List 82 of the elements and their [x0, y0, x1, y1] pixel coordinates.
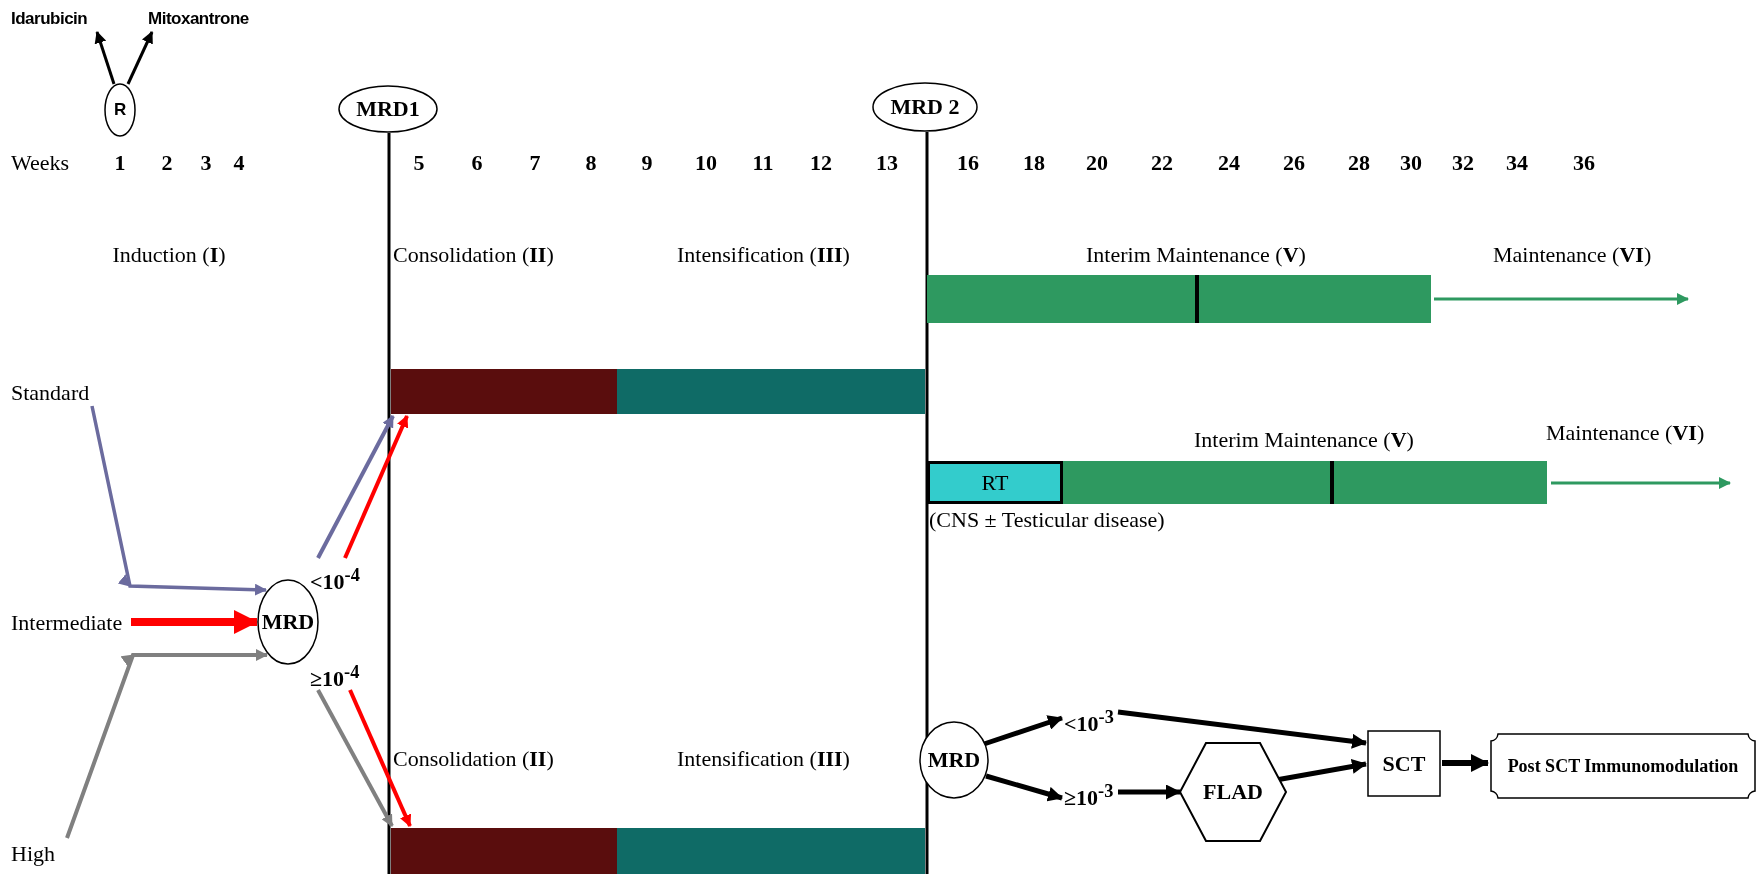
phase-label: Interim Maintenance (V): [1086, 242, 1306, 268]
week-number: 34: [1506, 150, 1528, 176]
mrd-ellipse: [919, 721, 989, 799]
phase-label: Maintenance (VI): [1546, 420, 1705, 446]
process-box: [1367, 730, 1441, 797]
axis-label: Weeks: [11, 150, 70, 176]
arrow: [1118, 784, 1181, 800]
threshold-label: ≥10$^{-4}$: [310, 656, 366, 688]
decision-hexagon: [1179, 742, 1287, 842]
week-number: 2: [161, 150, 173, 176]
phase-label: Induction (I): [112, 242, 226, 268]
radiotherapy-bar: [927, 461, 1063, 504]
phase-label: Intensification (III): [677, 746, 850, 772]
arrow: [343, 415, 409, 559]
arrow: [1117, 709, 1367, 749]
arrow: [1551, 477, 1731, 489]
week-number: 11: [752, 150, 774, 176]
week-number: 9: [641, 150, 653, 176]
week-number: 16: [957, 150, 979, 176]
threshold-label: ≥10$^{-3}$: [1064, 776, 1116, 806]
therapy-bar: [1063, 461, 1547, 504]
arrow: [316, 689, 394, 827]
risk-group-label: High: [11, 840, 63, 868]
arrow: [126, 31, 154, 85]
week-number: 30: [1400, 150, 1422, 176]
week-number: 36: [1573, 150, 1595, 176]
week-number: 7: [529, 150, 541, 176]
randomization-ellipse: [104, 83, 136, 137]
week-number: 22: [1151, 150, 1173, 176]
checkpoint-ellipse: [338, 85, 438, 133]
therapy-bar: [391, 369, 617, 414]
phase-label: Consolidation (II): [393, 746, 554, 772]
phase-label: Intensification (III): [677, 242, 850, 268]
phase-label: Maintenance (VI): [1493, 242, 1652, 268]
risk-group-label: Standard: [11, 380, 103, 406]
week-number: 12: [810, 150, 832, 176]
checkpoint-ellipse: [872, 82, 978, 132]
therapy-bar: [617, 369, 925, 414]
arrow: [1434, 293, 1689, 305]
node-label: FLAD: [1203, 779, 1263, 805]
week-number: 5: [413, 150, 425, 176]
week-number: 6: [471, 150, 483, 176]
week-number: 20: [1086, 150, 1108, 176]
node-label: R: [114, 100, 126, 120]
week-number: 13: [876, 150, 898, 176]
phase-label: Interim Maintenance (V): [1194, 427, 1414, 453]
week-number: 26: [1283, 150, 1305, 176]
node-label: MRD 2: [890, 94, 960, 120]
arrow: [90, 405, 267, 596]
node-label: RT: [981, 469, 1009, 496]
week-number: 24: [1218, 150, 1240, 176]
drug-name: Idarubicin: [11, 8, 97, 30]
arrow: [1442, 754, 1489, 772]
week-number: 28: [1348, 150, 1370, 176]
node-label: MRD: [927, 747, 981, 773]
arrow: [348, 689, 412, 827]
node-label: MRD: [261, 609, 315, 635]
week-number: 10: [695, 150, 717, 176]
week-number: 32: [1452, 150, 1474, 176]
phase-label: Consolidation (II): [393, 242, 554, 268]
arrow: [983, 715, 1063, 747]
week-number: 8: [585, 150, 597, 176]
therapy-bar: [391, 828, 617, 874]
threshold-label: <10$^{-4}$: [310, 560, 366, 590]
arrow: [65, 649, 267, 839]
week-number: 4: [233, 150, 245, 176]
risk-group-label: Intermediate: [11, 610, 131, 636]
arrow: [985, 773, 1063, 802]
note-text: (CNS ± Testicular disease): [929, 507, 1165, 533]
drug-name: Mitoxantrone: [148, 8, 262, 30]
node-label: MRD1: [356, 96, 420, 122]
node-label: Post SCT Immunomodulation: [1507, 755, 1739, 777]
week-number: 3: [200, 150, 212, 176]
therapy-bar: [617, 828, 925, 874]
threshold-label: <10$^{-3}$: [1064, 702, 1116, 732]
week-number: 1: [114, 150, 126, 176]
process-box: [1490, 733, 1756, 799]
arrow: [316, 415, 395, 559]
week-number: 18: [1023, 150, 1045, 176]
arrow: [94, 31, 116, 85]
therapy-bar: [927, 275, 1431, 323]
node-label: SCT: [1382, 750, 1426, 777]
